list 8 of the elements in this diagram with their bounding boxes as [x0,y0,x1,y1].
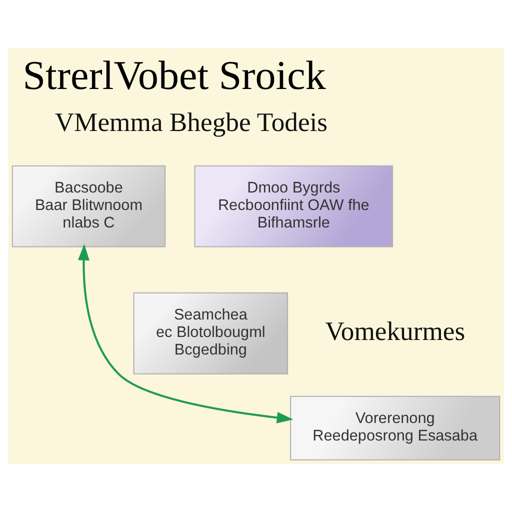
label: Vomekurmes [325,316,466,346]
node-box: Bacsoobe Baar Blitwnoom nlabs C [12,165,166,248]
diagram-title: StrerlVobet Sroick [22,52,326,98]
label: VMemma Bhegbe Todeis [54,106,328,137]
node-box: Seamchea ec Blotolbougml Bcgedbing [133,292,288,374]
node-box: Vorerenong Reedeposrong Esasaba [290,396,500,460]
node-box: Dmoo Bygrds Recboonfiint OAW fhe Bifhamsrle [194,165,394,248]
arrow [78,244,294,424]
